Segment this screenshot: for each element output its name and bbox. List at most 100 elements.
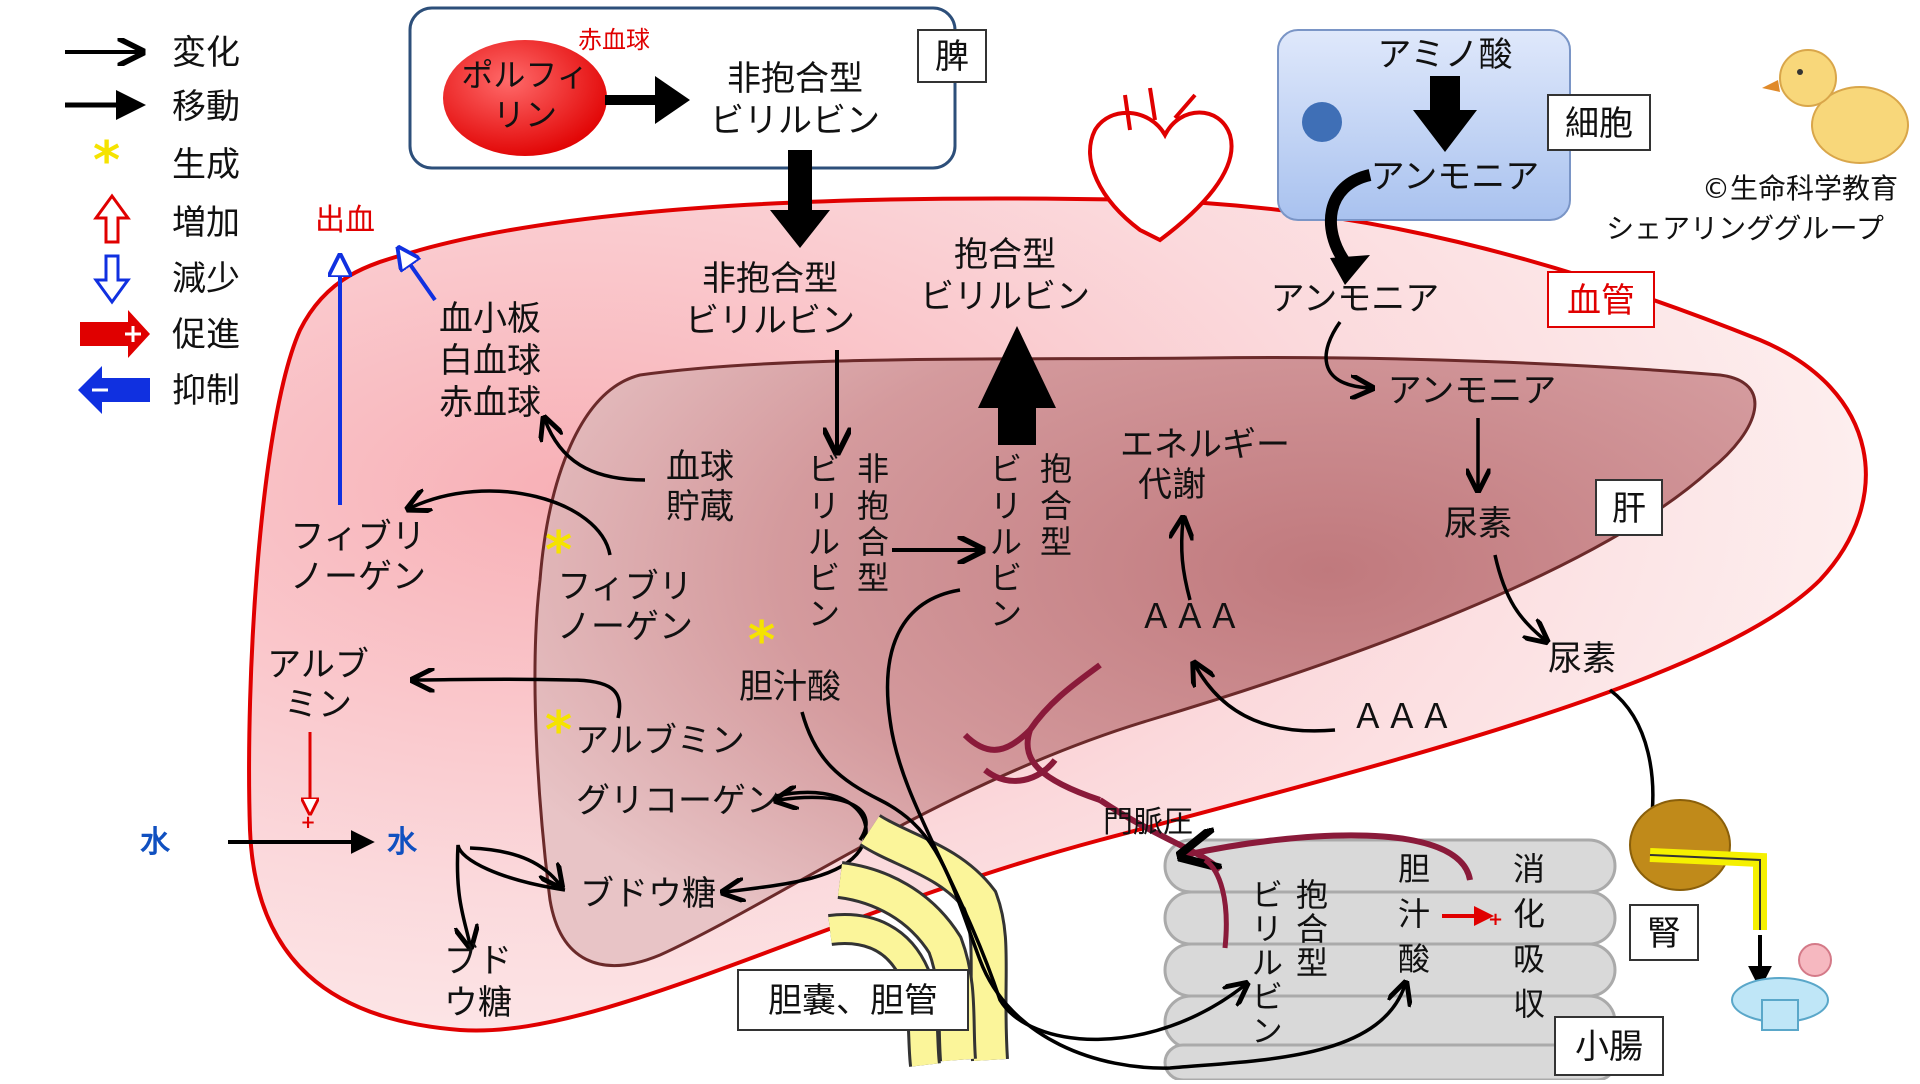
aaa-to-energy-arrow: [1182, 520, 1190, 601]
legend-increase-label: 増加: [172, 203, 240, 243]
vessel-unconj-label-1: 非抱合型: [702, 259, 838, 299]
gallbladder-label-box: [737, 969, 969, 1031]
porphyrin-bubble: [443, 40, 607, 156]
legend-generate-label: 生成: [172, 145, 240, 185]
legend-decrease-item: 減少: [93, 254, 240, 305]
promote-arrow-icon: [80, 310, 150, 358]
vessel-conj-label-1: 抱合型: [954, 235, 1056, 275]
cell-amino-label: アミノ酸: [1377, 35, 1512, 75]
urea-out-arrow: [1493, 554, 1545, 640]
spleen-unconj-label-1: 非抱合型: [727, 59, 863, 99]
intestine-label: 小腸: [1575, 1027, 1643, 1067]
conj-char: リ: [990, 487, 1022, 525]
liver-label: 肝: [1612, 489, 1646, 529]
unconj-char: リ: [808, 487, 840, 525]
vessel-albumin-label-2: ミン: [284, 685, 352, 725]
conj-char: ン: [990, 595, 1022, 633]
intestine-label-box: [1554, 1016, 1664, 1076]
conj-char: 合: [1040, 487, 1072, 525]
fibrinogen-out-arrow: [410, 491, 612, 556]
conj-char: ビ: [990, 559, 1022, 597]
unconj-char: 型: [857, 559, 889, 597]
glucose-out-arrow: [457, 844, 566, 945]
cells-bleeding-arrow: [400, 250, 437, 302]
legend-change-label: 変化: [172, 33, 240, 73]
ammonia-to-liver-arrow: [1324, 320, 1370, 388]
liver-ammonia-label: アンモニア: [1388, 371, 1557, 411]
legend-inhibit-item: 抑制: [78, 366, 240, 414]
storage-label-1: 血球: [666, 447, 734, 487]
glycogen-to-glucose-arrow: [725, 790, 868, 892]
water-left-label: 水: [140, 825, 171, 860]
legend-generate-item: * 生成: [93, 131, 240, 191]
intestine-bile-vertical: 胆 汁 酸: [1398, 850, 1430, 978]
intestine-to-portal-arrow: [1185, 835, 1473, 881]
int-digest-char: 吸: [1513, 940, 1545, 978]
duck-icon: [1762, 49, 1909, 164]
vessel-platelet-label: 血小板: [439, 299, 541, 339]
outside-urea-label: 尿素: [1548, 639, 1616, 679]
legend-move-label: 移動: [172, 87, 240, 127]
albumin-out-arrow: [415, 679, 622, 719]
int-digest-char: 化: [1513, 895, 1545, 933]
promote-plus-icon: +: [300, 812, 315, 833]
int-conj-label-2: ビリルビン: [1246, 878, 1284, 1048]
water-right-label: 水: [387, 825, 418, 860]
cell-to-vessel-ammonia-arrow: [1324, 169, 1372, 266]
heart-icon: [1088, 87, 1234, 243]
liver-conj-vertical: 抱 合 型 ビ リ ル ビ ン: [990, 450, 1072, 633]
cell-box: アミノ酸 アンモニア 細胞: [1277, 29, 1651, 221]
urea-to-kidney-line: [1608, 688, 1655, 831]
nucleus-icon: [1302, 102, 1342, 142]
liver-unconj-vertical: 非 抱 合 型 ビ リ ル ビ ン: [808, 450, 889, 633]
vessel-fibrinogen-label-1: フィブリ: [290, 517, 425, 557]
cell-label: 細胞: [1565, 104, 1633, 144]
asterisk-icon: *: [93, 131, 120, 191]
liver-label-box: 肝: [1595, 479, 1663, 536]
intestine-conj-vertical: 抱合型 ビリルビン: [1246, 878, 1329, 1048]
aaa-into-liver-arrow: [1195, 665, 1336, 733]
copyright-line-2: シェアリンググループ: [1606, 212, 1884, 245]
conj-char: ビ: [990, 450, 1022, 488]
copyright-line-1: ©生命科学教育: [1702, 172, 1898, 205]
spleen-box: 赤血球 ポルフィ リン 非抱合型 ビリルビン 脾: [408, 6, 987, 170]
vessel-fibrinogen-label-2: ノーゲン: [290, 557, 426, 597]
spleen-label: 脾: [935, 37, 969, 77]
legend-increase-item: 増加: [93, 193, 240, 244]
decrease-arrow-icon: [93, 254, 131, 305]
vessel-glucose-label-2: ウ糖: [444, 983, 512, 1023]
vessel-wbc-label: 白血球: [439, 341, 541, 381]
liver-albumin-label: アルブミン: [575, 721, 745, 761]
int-bile-char: 胆: [1398, 850, 1430, 888]
vessel-rbc-label: 赤血球: [439, 383, 541, 423]
bile-asterisk-icon: *: [748, 611, 775, 671]
glucose-to-glycogen-arrow: [778, 797, 868, 841]
vessel-unconj-label-2: ビリルビン: [685, 301, 855, 341]
legend-decrease-label: 減少: [172, 259, 240, 299]
porphyrin-label-1: ポルフィ: [461, 56, 588, 94]
liver-glucose-label: ブドウ糖: [580, 874, 716, 914]
albumin-asterisk-icon: *: [545, 701, 572, 761]
int-digest-char: 消: [1513, 850, 1545, 888]
int-conj-label-1: 抱合型: [1291, 878, 1329, 980]
conj-char: 型: [1040, 523, 1072, 561]
kidney-label-box: [1629, 904, 1699, 961]
kidney-label: 腎: [1647, 914, 1681, 954]
vessel-conj-label-2: ビリルビン: [920, 277, 1090, 317]
kidney-icon: [1629, 799, 1767, 930]
unconj-char: 非: [857, 450, 889, 488]
portal-pressure-label: 門脈圧: [1103, 805, 1193, 840]
unconj-char: 合: [857, 523, 889, 561]
digest-plus-icon: +: [1488, 909, 1503, 930]
rbc-label: 赤血球: [578, 26, 650, 54]
liver-urea-label: 尿素: [1444, 504, 1512, 544]
liver-aaa-label: ＡＡＡ: [1139, 597, 1241, 637]
spleen-to-vessel-arrow: [770, 150, 830, 248]
liver-fibrinogen-label-1: フィブリ: [557, 567, 692, 607]
bleeding-label: 出血: [315, 203, 375, 238]
cell-ammonia-label: アンモニア: [1371, 157, 1540, 197]
liver-region: [533, 355, 1757, 968]
liver-bile-acid-label: 胆汁酸: [739, 667, 841, 707]
vessel-albumin-label-1: アルブ: [267, 645, 369, 685]
